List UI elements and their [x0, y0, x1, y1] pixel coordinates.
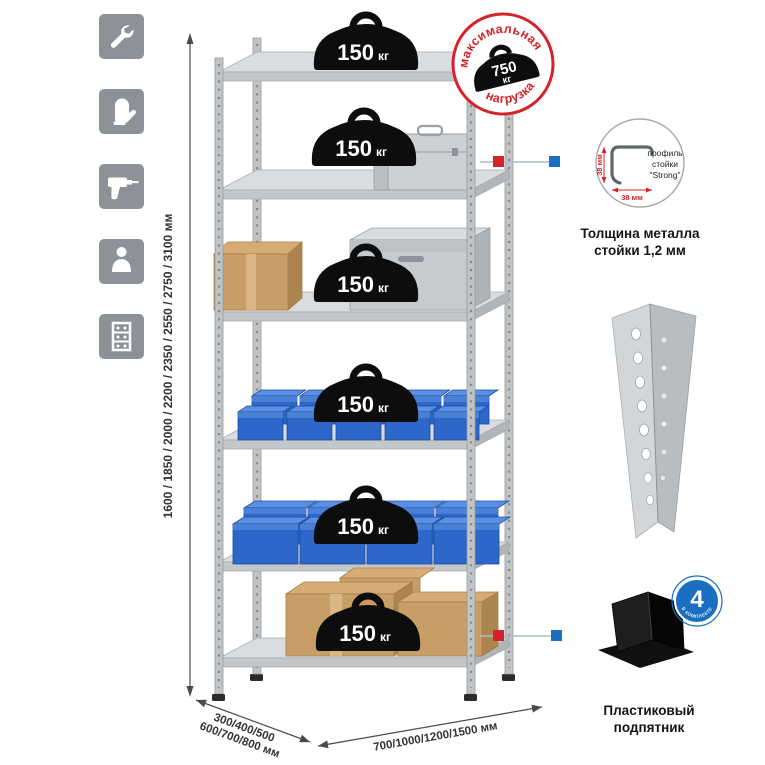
blue-marker-top [549, 156, 560, 167]
foot-callout-connector [480, 630, 562, 641]
weight-badge-2: 150 кг [312, 111, 416, 166]
profile-label-3: "Strong" [649, 170, 680, 180]
red-marker-bottom [493, 630, 504, 641]
weight-unit: кг [376, 145, 387, 159]
width-dimension: 700/1000/1200/1500 мм [317, 704, 543, 754]
weight-badge-4: 150 кг [314, 367, 418, 422]
weight-badge-3: 150 кг [314, 247, 418, 302]
height-dimension-label: 1600 / 1850 / 2000 / 2200 / 2350 / 2550 … [161, 214, 175, 519]
profile-caption-line1: Толщина металла [580, 226, 700, 241]
height-dimension: 1600 / 1850 / 2000 / 2200 / 2350 / 2550 … [161, 33, 194, 697]
weight-unit: кг [380, 630, 391, 644]
weight-unit: кг [378, 281, 389, 295]
weight-unit: кг [378, 523, 389, 537]
profile-label-1: профиль [647, 148, 683, 158]
weight-value: 150 [337, 514, 374, 539]
weight-unit: кг [378, 401, 389, 415]
gloves-icon [99, 89, 144, 134]
post-profile-drawing [610, 145, 654, 185]
weight-value: 150 [335, 136, 372, 161]
drill-icon [99, 164, 144, 209]
stamp-value: 750 [490, 58, 518, 81]
foot-caption-line1: Пластиковый [603, 703, 694, 718]
weight-value: 150 [337, 40, 374, 65]
depth-dimension: 300/400/500 600/700/800 мм [195, 699, 311, 760]
profile-caption-line2: стойки 1,2 мм [594, 243, 686, 258]
weight-value: 150 [337, 392, 374, 417]
red-marker-top [493, 156, 504, 167]
profile-callout: 38 мм 38 мм профиль стойки "Strong" [595, 118, 685, 208]
foot-caption-line2: подпятник [614, 720, 685, 735]
cardboard-box-shelf3 [212, 241, 304, 311]
max-load-stamp: максимальная нагрузка 750 кг [448, 12, 555, 116]
weight-badge-6: 150 кг [316, 596, 420, 651]
profile-dim-horizontal: 38 мм [621, 193, 643, 202]
wrench-icon [99, 14, 144, 59]
blue-marker-bottom [551, 630, 562, 641]
weight-value: 150 [337, 272, 374, 297]
feature-icon-column [99, 14, 144, 359]
set-count-badge: 4 в комплекте [671, 575, 723, 627]
weight-unit: кг [378, 49, 389, 63]
stamp-unit: кг [501, 74, 512, 87]
rack-profile-icon [99, 314, 144, 359]
badge-number: 4 [690, 586, 704, 613]
profile-label-2: стойки [652, 159, 678, 169]
weight-badge-5: 150 кг [314, 489, 418, 544]
profile-dim-vertical: 38 мм [595, 154, 604, 176]
corner-post-image [611, 303, 697, 539]
profile-callout-connector [480, 156, 560, 167]
weight-badge-1: 150 кг [314, 15, 418, 70]
person-icon [99, 239, 144, 284]
weight-value: 150 [339, 621, 376, 646]
